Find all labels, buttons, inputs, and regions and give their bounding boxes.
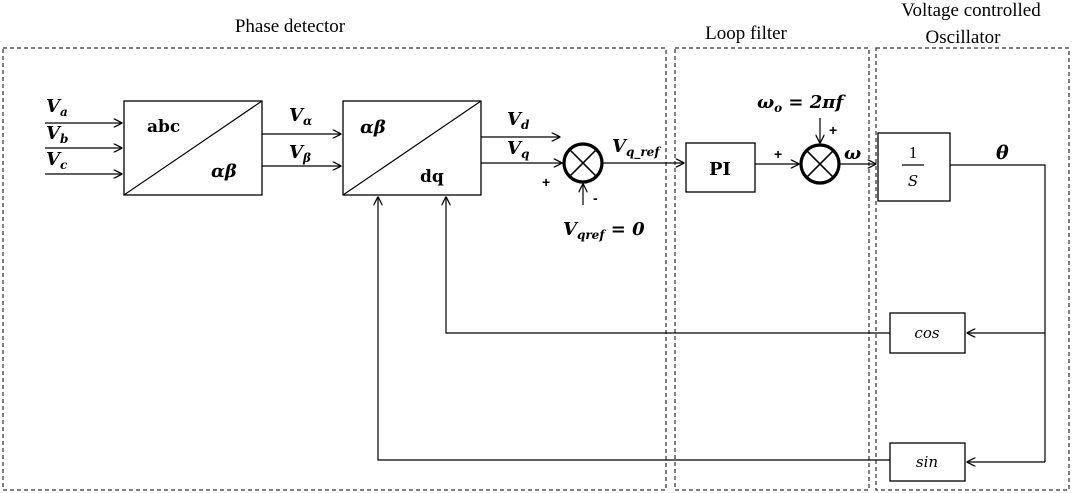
sin-feedback-wire [378,197,890,461]
vco-title-line2: Oscillator [926,27,1002,48]
cos-feedback-wire [446,197,890,334]
summing-junction-2 [799,143,841,185]
integrator-numerator: 1 [909,143,918,162]
alphabeta-in-label: αβ [360,117,386,138]
vq-ref-label: Vq_ref [612,136,661,160]
valpha-label: Vα [289,105,312,128]
alphabeta-dq-block: αβ dq [342,100,482,196]
phase-detector-frame [2,47,667,491]
alphabeta-out-label: αβ [211,161,237,182]
pi-label: PI [709,159,731,180]
abc-label: abc [147,117,180,137]
integrator-block: 1 S [877,132,951,202]
integrator-denominator: S [908,172,918,190]
omega0-label: ωo = 2πf [757,92,846,115]
vbeta-label: Vβ [289,142,311,165]
sum1-plus-sign: + [542,174,550,190]
summing-junction-1 [562,142,604,184]
vq-label: Vq [507,138,529,161]
sin-block: sin [889,442,966,482]
theta-label: θ [996,142,1009,164]
loop-filter-frame [674,47,870,491]
abc-alphabeta-block: abc αβ [123,100,263,196]
sum2-left-plus-sign: + [774,146,782,162]
vco-title-line1: Voltage controlled [901,0,1041,21]
vco-frame [875,47,1070,491]
theta-feedback-wire [950,164,1046,462]
vqref-label: Vqref = 0 [563,219,645,242]
vc-label: Vc [46,149,68,172]
vb-label: Vb [46,123,68,146]
vd-label: Vd [507,109,530,132]
loop-filter-title: Loop filter [705,23,787,44]
omega-label: ω [844,143,861,164]
sin-label: sin [916,453,938,471]
va-label: Va [46,96,68,119]
sum1-minus-sign: - [593,190,598,206]
cos-label: cos [914,324,939,342]
phase-detector-title: Phase detector [235,16,346,37]
dq-label: dq [420,167,444,187]
sum2-top-plus-sign: + [829,122,837,138]
pi-block: PI [685,142,756,193]
cos-block: cos [889,312,966,354]
